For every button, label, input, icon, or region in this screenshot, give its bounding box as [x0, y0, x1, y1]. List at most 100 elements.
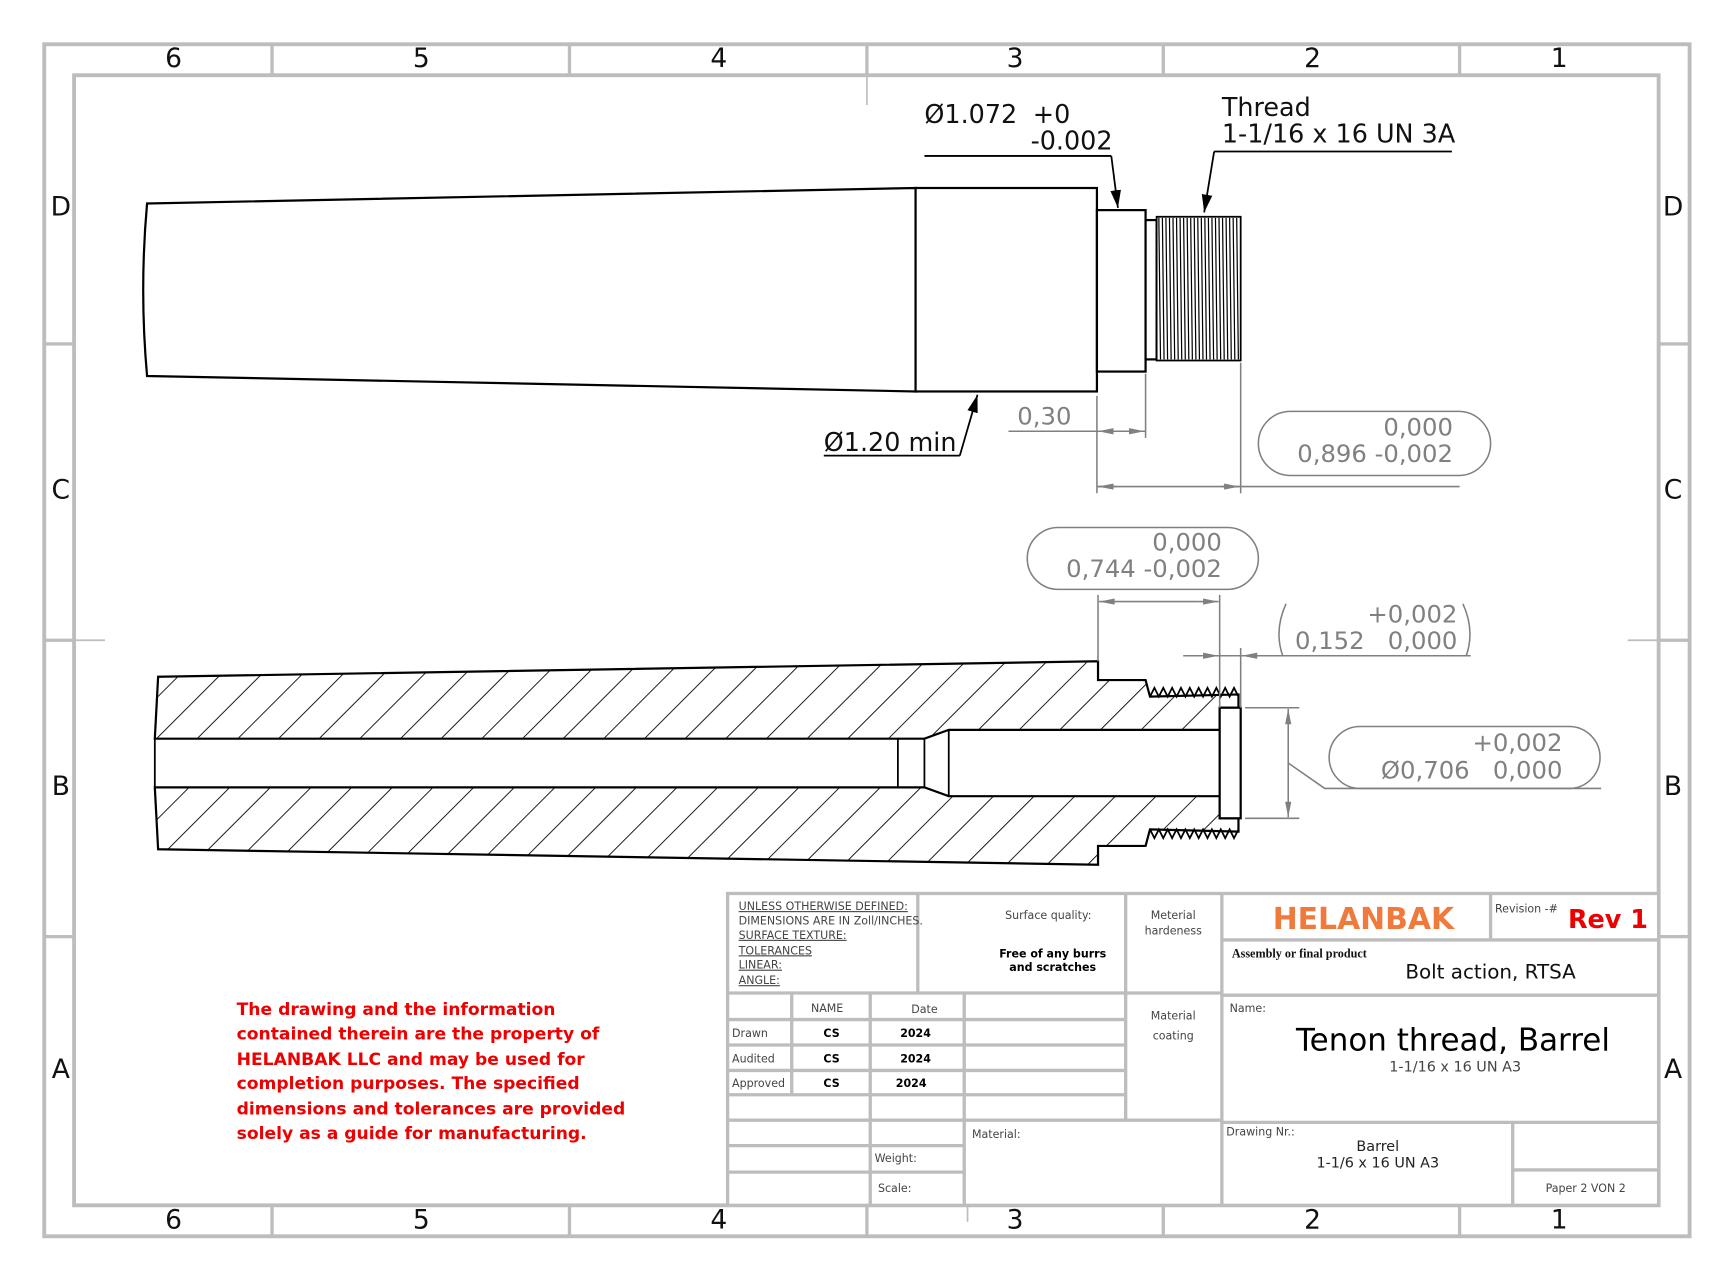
revision-value: Rev 1 [1568, 904, 1648, 934]
part-name: Tenon thread, Barrel [1295, 1023, 1610, 1059]
notice-line: The drawing and the information [237, 1000, 556, 1020]
svg-text:Audited: Audited [732, 1053, 775, 1066]
revision-label: Revision -# [1495, 902, 1558, 915]
thread-line [1175, 217, 1179, 360]
thread-line [1172, 217, 1176, 360]
dia-1072-label: Ø1.072 [924, 99, 1017, 129]
thread-line [1197, 217, 1201, 360]
part-name-sub: 1-1/16 x 16 UN A3 [1389, 1060, 1521, 1076]
internal-thread-bottom [1149, 827, 1240, 841]
table-row: Audited CS 2024 [732, 1053, 931, 1066]
table-row: Approved CS 2024 [732, 1077, 927, 1090]
svg-text:Drawn: Drawn [732, 1027, 768, 1040]
zone-col-label: 4 [710, 43, 727, 74]
thread-graphic [1155, 215, 1242, 362]
svg-text:CS: CS [823, 1053, 839, 1066]
thread-line [1190, 217, 1193, 360]
notice-line: HELANBAK LLC and may be used for [237, 1050, 586, 1070]
surface-quality-value: and scratches [1009, 961, 1096, 974]
defaults-line: ANGLE: [739, 974, 780, 987]
zone-row-label: B [1664, 771, 1682, 802]
svg-text:CS: CS [823, 1077, 839, 1090]
zone-row-label: C [1664, 474, 1683, 505]
zone-col-label: 5 [413, 1204, 430, 1235]
title-block: UNLESS OTHERWISE DEFINED: DIMENSIONS ARE… [725, 891, 1661, 1207]
dia-1072-tol-plus: +0 [1033, 99, 1070, 129]
thread-label: Thread [1221, 92, 1311, 122]
surface-quality-label: Surface quality: [1005, 909, 1091, 922]
thread-line [1183, 217, 1186, 360]
thread-line [1211, 217, 1215, 360]
svg-text:Approved: Approved [732, 1077, 785, 1090]
weight-label: Weight: [875, 1152, 917, 1165]
dia-0706-lower: Ø0,706 0,000 [1381, 755, 1563, 784]
thread-line [1161, 217, 1165, 360]
table-header-date: Date [911, 1003, 938, 1016]
thread-line [1200, 217, 1204, 360]
defaults-line: DIMENSIONS ARE IN Zoll/INCHES. [739, 914, 923, 927]
defaults-line: TOLERANCES [738, 944, 812, 957]
len-0744-lower: 0,744 -0,002 [1066, 554, 1222, 583]
defaults-line: UNLESS OTHERWISE DEFINED: [739, 900, 908, 913]
drawing-nr-label: Drawing Nr.: [1226, 1126, 1294, 1139]
svg-text:CS: CS [823, 1027, 839, 1040]
zone-row-label: A [52, 1054, 70, 1085]
zone-row-label: D [51, 191, 71, 222]
thread-line [1168, 217, 1172, 360]
zone-col-label: 1 [1551, 43, 1568, 74]
svg-text:2024: 2024 [900, 1027, 931, 1040]
svg-text:2024: 2024 [896, 1077, 927, 1090]
len-0152-lower: 0,152 0,000 [1295, 626, 1457, 655]
len-0896-box [1257, 410, 1492, 477]
scale-label: Scale: [878, 1182, 911, 1195]
thread-line [1229, 217, 1232, 360]
zone-col-label: 3 [1007, 43, 1024, 74]
dia-120-label: Ø1.20 min [824, 427, 957, 457]
zone-col-label: 1 [1551, 1204, 1568, 1235]
notice-line: contained therein are the property of [237, 1024, 600, 1044]
defaults-line: SURFACE TEXTURE: [739, 929, 847, 942]
coating-label: Material [1151, 1010, 1196, 1023]
zone-col-label: 5 [413, 43, 430, 74]
zone-row-label: B [52, 771, 70, 802]
property-notice: The drawing and the information containe… [237, 1000, 626, 1144]
notice-line: dimensions and tolerances are provided [237, 1100, 626, 1120]
drawing-nr-value: Barrel [1356, 1139, 1399, 1155]
thread-line [1207, 217, 1211, 360]
surface-quality-value: Free of any burrs [999, 948, 1106, 961]
zone-col-label: 6 [165, 43, 182, 74]
thread-line [1193, 217, 1197, 360]
thread-line [1221, 217, 1225, 360]
table-header-name: NAME [811, 1002, 843, 1015]
assembly-label: Assembly or final product [1232, 947, 1367, 961]
thread-line [1158, 217, 1162, 360]
notice-line: solely as a guide for manufacturing. [237, 1124, 587, 1144]
zone-row-label: D [1663, 191, 1683, 222]
defaults-line: LINEAR: [739, 959, 782, 972]
zone-col-label: 2 [1304, 1204, 1321, 1235]
len-0896-upper: 0,000 [1383, 413, 1453, 442]
zone-col-label: 4 [710, 1204, 727, 1235]
hardness-label: hardeness [1145, 924, 1202, 937]
thread-line [1165, 217, 1169, 360]
thread-line [1236, 217, 1239, 360]
barrel-side-view: Ø1.072 +0 -0.002 Thread 1-1/16 x 16 UN 3… [142, 92, 1492, 494]
name-label: Name: [1230, 1002, 1266, 1015]
internal-thread-top [1149, 685, 1240, 699]
zone-row-label: A [1664, 1054, 1682, 1085]
len-0744-box [1026, 526, 1260, 591]
svg-text:2024: 2024 [900, 1053, 931, 1066]
zone-row-label: C [52, 474, 71, 505]
notice-line: completion purposes. The specified [237, 1074, 580, 1094]
coating-label: coating [1153, 1029, 1194, 1042]
zone-col-label: 3 [1007, 1204, 1024, 1235]
thread-spec: 1-1/16 x 16 UN 3A [1222, 119, 1456, 149]
table-row: Drawn CS 2024 [732, 1027, 931, 1040]
zone-col-label: 2 [1304, 43, 1321, 74]
dia-0706-upper: +0,002 [1472, 728, 1562, 757]
len-030-label: 0,30 [1017, 402, 1071, 431]
zone-col-label: 6 [165, 1204, 182, 1235]
thread-line [1214, 217, 1218, 360]
dia-1072-tol-minus: -0.002 [1031, 125, 1113, 155]
assembly-value: Bolt action, RTSA [1405, 961, 1576, 984]
